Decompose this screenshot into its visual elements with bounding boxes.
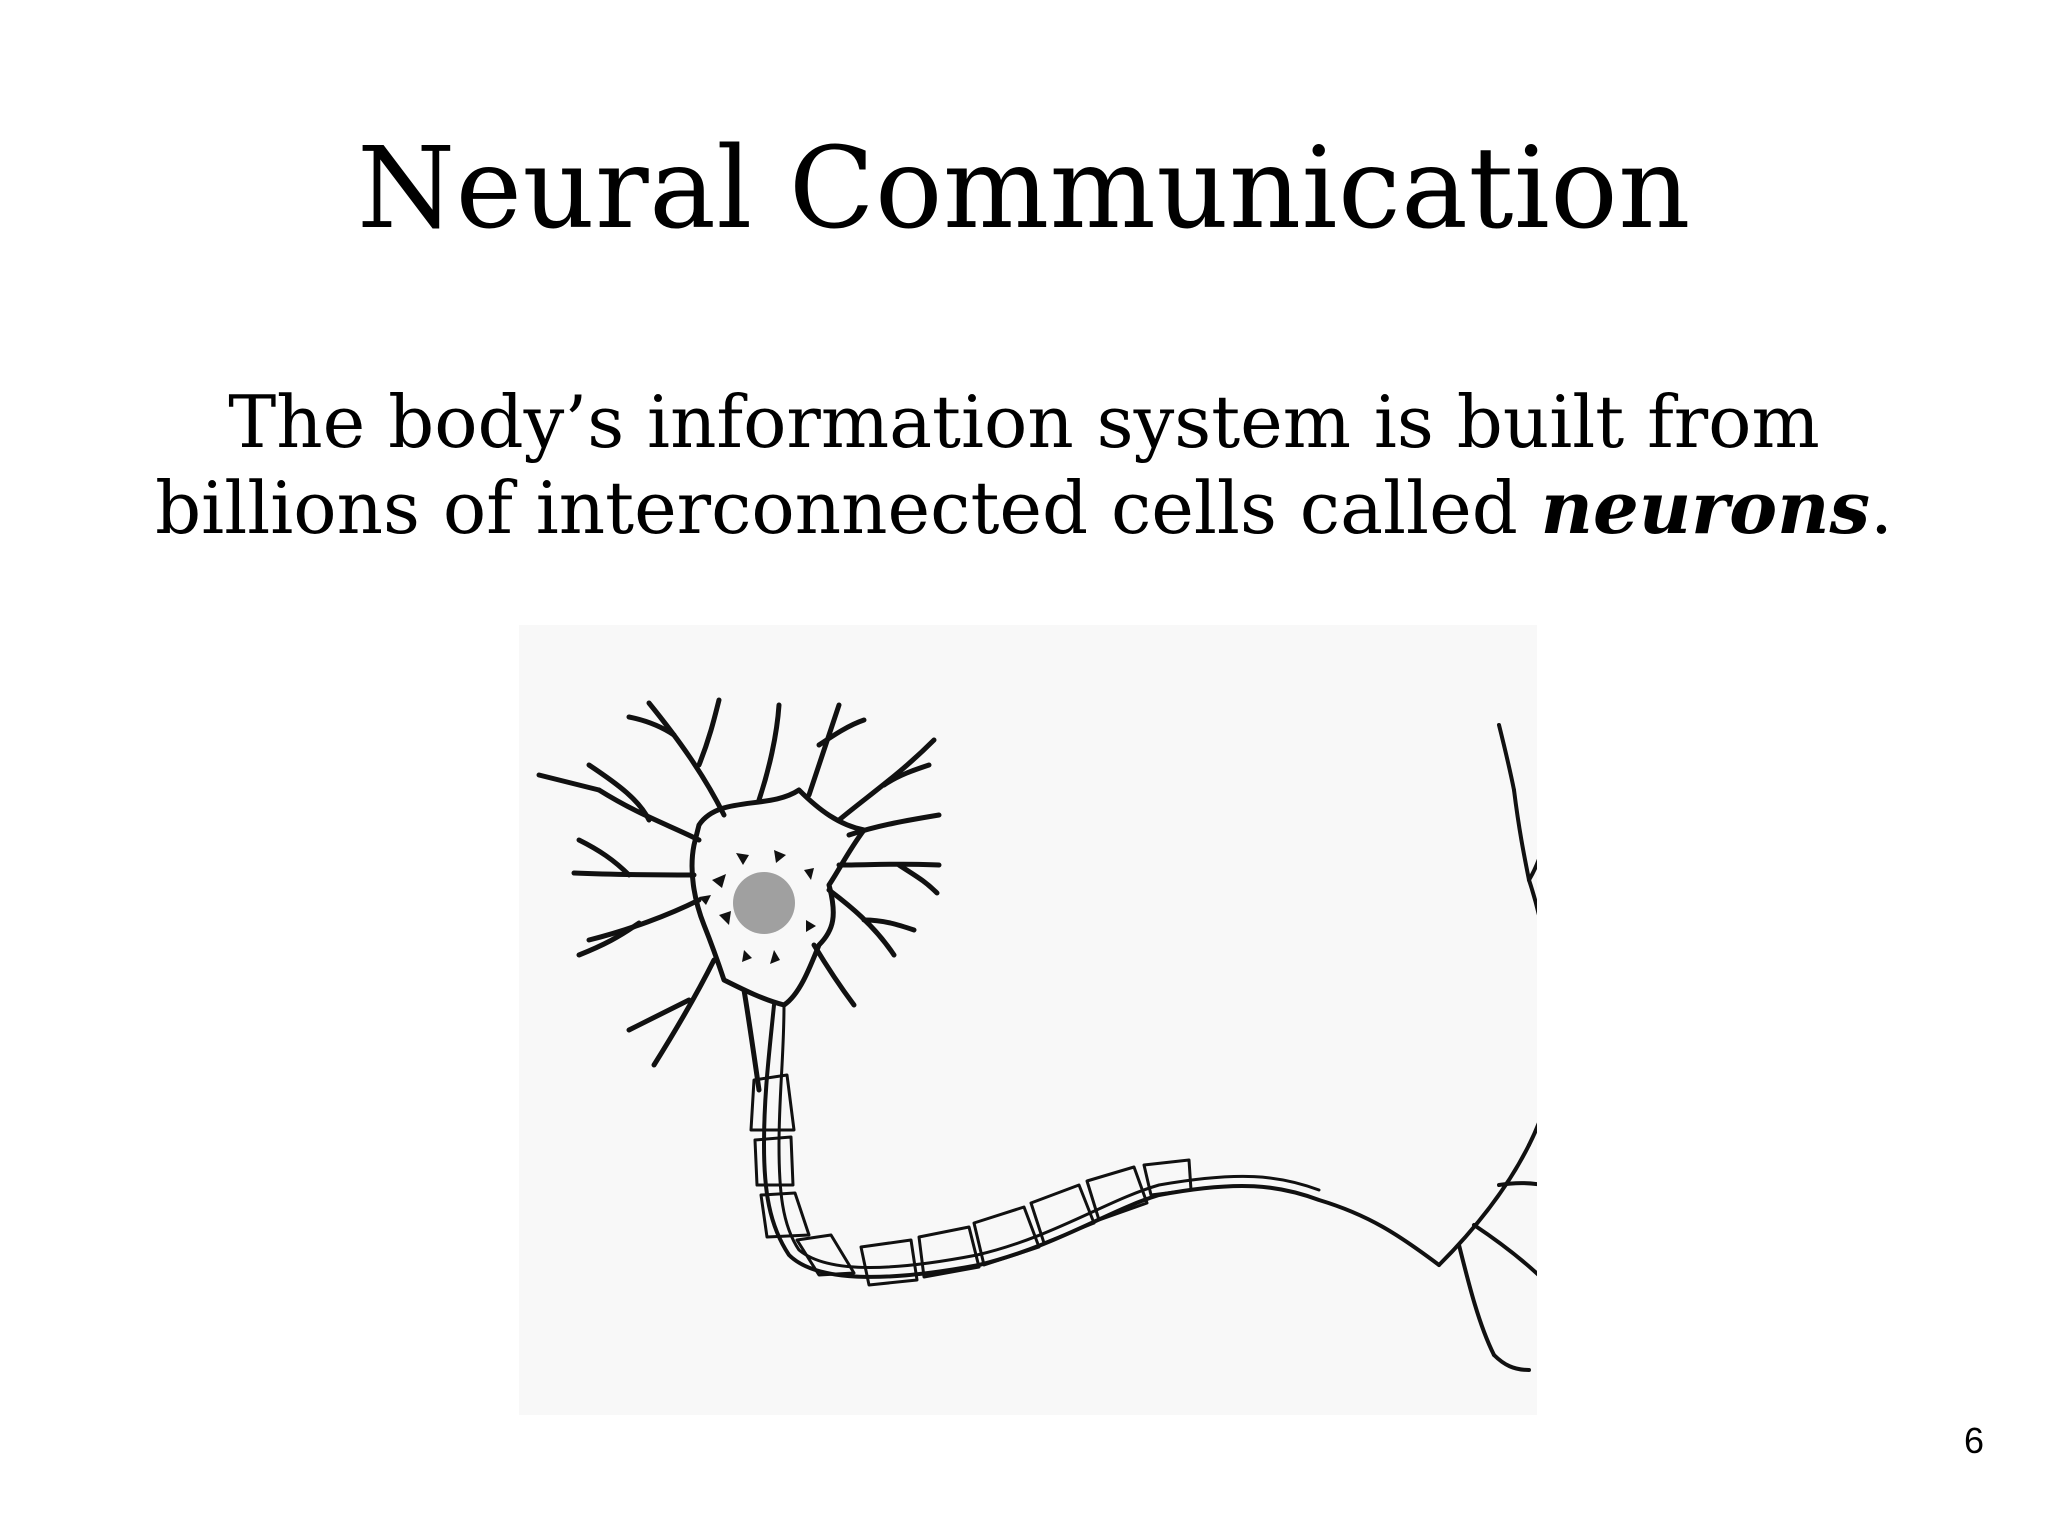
body-line-2-period: . — [1870, 466, 1893, 550]
body-line-2-text: billions of interconnected cells called — [155, 466, 1541, 550]
axon — [764, 1005, 1439, 1277]
page-number: 6 — [1964, 1420, 1984, 1462]
axon-terminals — [1439, 725, 1537, 1370]
body-line-2: billions of interconnected cells called … — [0, 465, 2048, 551]
neuron-figure — [519, 625, 1537, 1415]
neuron-illustration — [519, 625, 1537, 1415]
nucleus — [733, 872, 795, 934]
body-line-1: The body’s information system is built f… — [0, 380, 2048, 465]
myelin-sheath — [751, 1075, 1191, 1285]
slide-title: Neural Communication — [0, 128, 2048, 251]
slide-body-text: The body’s information system is built f… — [0, 380, 2048, 551]
neurons-term: neurons — [1541, 465, 1870, 550]
